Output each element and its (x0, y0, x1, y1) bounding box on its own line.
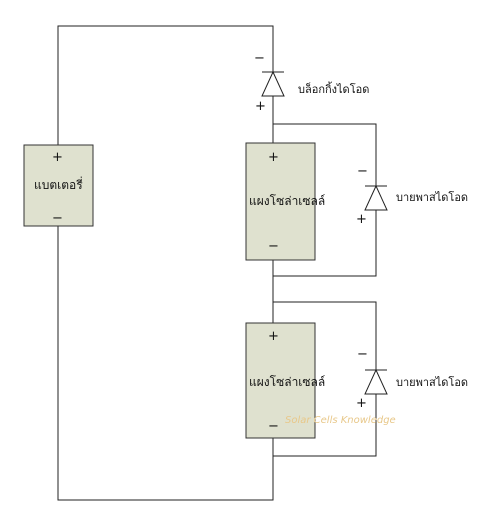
blocking-diode-plus: + (255, 99, 266, 114)
bypass-diode-top-plus: + (356, 212, 367, 227)
panel-top-plus: + (268, 150, 279, 165)
panel-top-label: แผงโซล่าเซลล์ (249, 194, 325, 208)
bypass-diode-bottom-label: บายพาสไดโอด (396, 375, 468, 389)
wire-bypass1-top (273, 123, 377, 186)
bypass-diode-bottom-triangle (364, 368, 388, 395)
battery: + แบตเตอรี่ − (23, 144, 94, 227)
panel-bottom-label: แผงโซล่าเซลล์ (249, 375, 325, 389)
battery-box (23, 144, 94, 227)
bypass-diode-top-label: บายพาสไดโอด (396, 190, 468, 204)
wires (57, 25, 377, 501)
bypass-diode-bottom-plus: + (356, 396, 367, 411)
wire-return (57, 226, 274, 501)
bypass-diode-bottom (364, 368, 388, 395)
bypass-diode-top-triangle (364, 184, 388, 211)
wire-bypass1-bottom (273, 210, 377, 277)
battery-plus: + (52, 150, 63, 165)
wire-bypass2-top (273, 301, 377, 370)
bypass-diode-bottom-minus: − (357, 347, 368, 362)
battery-minus: − (52, 211, 63, 226)
panel-bottom-minus: − (268, 419, 279, 434)
blocking-diode-triangle (261, 70, 285, 97)
solar-panel-top: + แผงโซล่าเซลล์ − (245, 142, 325, 261)
panel-top-box (245, 142, 316, 261)
watermark-text: Solar Cells Knowledge (285, 415, 396, 426)
panel-bottom-plus: + (268, 329, 279, 344)
battery-label: แบตเตอรี่ (34, 176, 83, 192)
bypass-diode-top (364, 184, 388, 211)
wire-bypass2-bottom (273, 394, 377, 457)
blocking-diode-label: บล็อกกิ้งไดโอด (298, 81, 369, 96)
panel-top-minus: − (268, 239, 279, 254)
wire-battery-top (57, 25, 274, 145)
panel-bottom-box (245, 322, 316, 439)
bypass-diode-top-minus: − (357, 164, 368, 179)
blocking-diode (261, 70, 285, 97)
solar-panel-bottom: + แผงโซล่าเซลล์ − (245, 322, 325, 439)
blocking-diode-minus: − (254, 51, 265, 66)
